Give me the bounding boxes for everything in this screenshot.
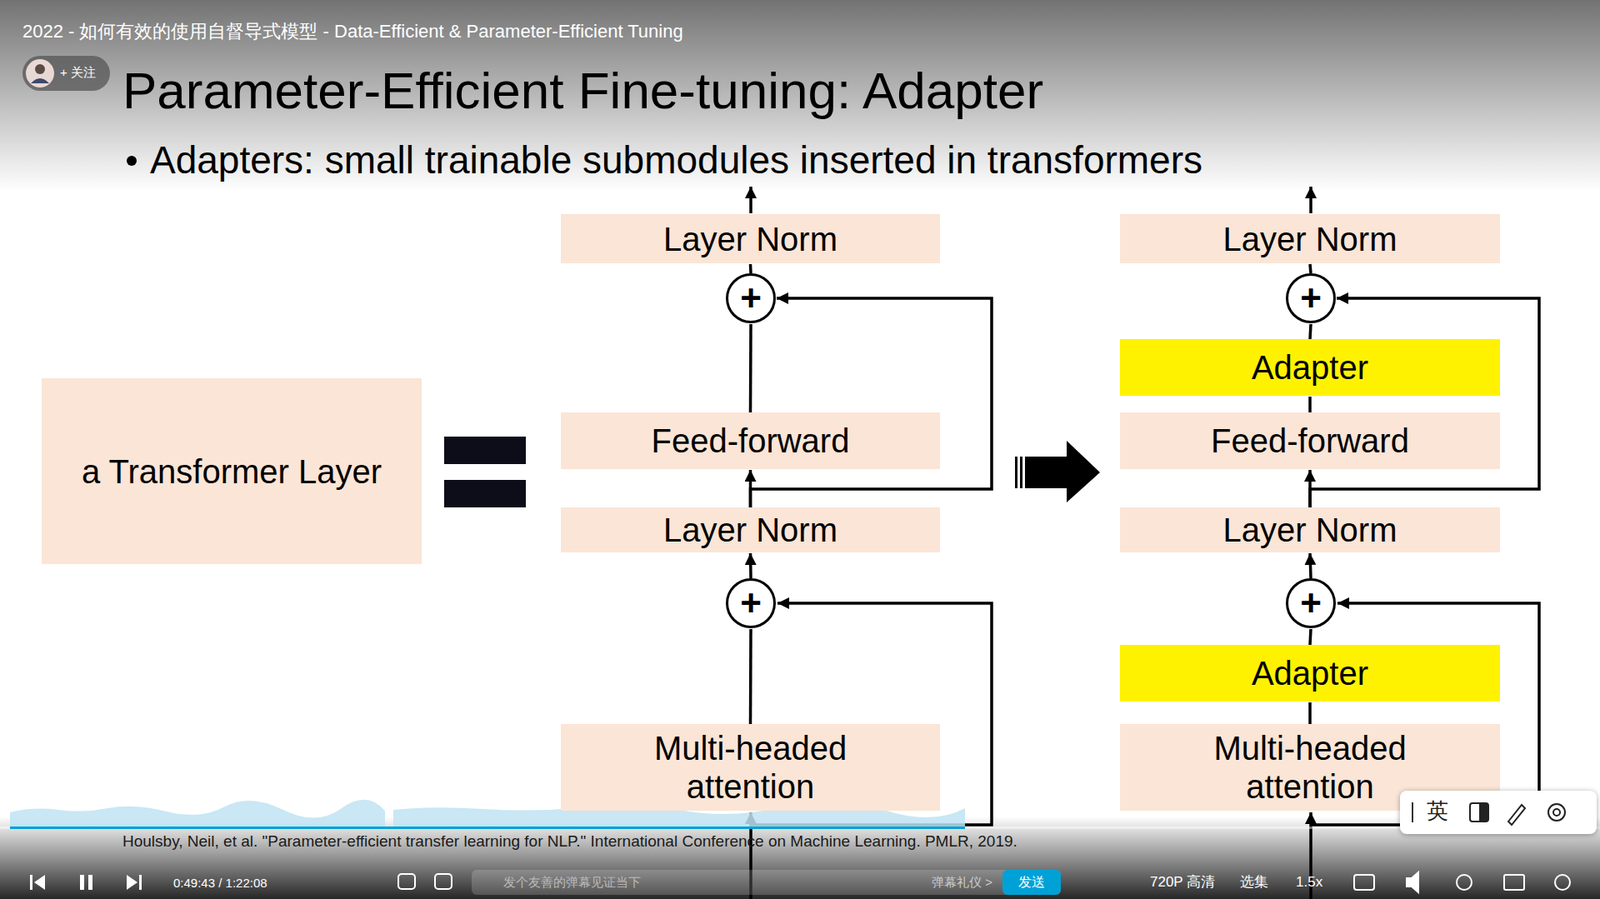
feed-forward-box: Feed-forward	[1120, 412, 1500, 470]
connector	[1310, 264, 1311, 274]
big-arrow	[1015, 440, 1100, 503]
progress-track	[0, 826, 1600, 830]
video-title: 2022 - 如何有效的使用自督导式模型 - Data-Efficient & …	[22, 20, 684, 43]
node-label: a Transformer Layer	[81, 452, 382, 491]
danmaku-etiquette: 弹幕礼仪 >	[931, 875, 993, 890]
node-label: Feed-forward	[651, 421, 850, 460]
sum-symbol: +	[1300, 280, 1322, 317]
node-label: Layer Norm	[1223, 510, 1398, 550]
connector	[1310, 629, 1311, 645]
connector	[749, 264, 753, 274]
adapter-box: Adapter	[1120, 339, 1500, 396]
sum-circle: +	[1285, 578, 1336, 629]
connector	[1310, 553, 1311, 579]
feed-forward-box: Feed-forward	[560, 412, 940, 470]
connector	[1310, 324, 1311, 340]
layer-norm-box: Layer Norm	[1120, 507, 1500, 553]
layer-norm-box: Layer Norm	[560, 507, 940, 553]
connector	[749, 324, 753, 413]
sum-circle: +	[725, 273, 776, 324]
sum-symbol: +	[740, 585, 762, 622]
node-label: Adapter	[1251, 348, 1369, 387]
progress-fill	[10, 826, 965, 830]
slide-title: Parameter-Efficient Fine-tuning: Adapter	[122, 60, 1044, 122]
equals-sign	[444, 436, 526, 508]
connector	[749, 553, 753, 579]
sum-circle: +	[1285, 273, 1336, 324]
bullet-text: Adapters: small trainable submodules ins…	[150, 137, 1203, 184]
connector	[1308, 396, 1312, 413]
layer-norm-box: Layer Norm	[1120, 214, 1500, 264]
player-right-icons	[1354, 872, 1570, 893]
adapter-box: Adapter	[1120, 645, 1500, 702]
sum-symbol: +	[1300, 585, 1322, 622]
sum-circle: +	[725, 578, 776, 629]
danmaku-input	[471, 870, 1061, 895]
quality-label: 720P 高清	[1150, 874, 1215, 891]
avatar-pill	[22, 55, 110, 91]
speed-label: 1.5x	[1295, 874, 1323, 891]
bullet-dot	[126, 155, 137, 166]
play-time: 0:49:43 / 1:22:08	[173, 875, 268, 891]
bottom-shade	[0, 816, 1600, 899]
layer-box: a Transformer Layer	[41, 378, 422, 565]
node-label: Adapter	[1251, 654, 1369, 693]
language-toggle: 英	[1426, 798, 1449, 825]
connector	[1310, 298, 1540, 508]
player-icons	[30, 875, 142, 890]
node-label: Multi-headed attention	[617, 729, 885, 806]
send-button	[1002, 870, 1061, 895]
connector	[1308, 702, 1312, 725]
follow-button: + 关注	[60, 65, 96, 80]
send-label: 发送	[1018, 874, 1045, 890]
episodes-label: 选集	[1240, 874, 1269, 891]
attention-box: Multi-headed attention	[560, 724, 940, 811]
danmaku-placeholder: 发个友善的弹幕见证当下	[503, 875, 641, 890]
connector	[750, 298, 993, 508]
connector	[749, 629, 753, 725]
danmaku-icons	[398, 874, 452, 890]
top-shade	[0, 0, 1600, 192]
node-label: Layer Norm	[663, 510, 838, 550]
node-label: Feed-forward	[1210, 421, 1410, 460]
sum-symbol: +	[740, 280, 762, 317]
node-label: Layer Norm	[1223, 220, 1398, 259]
citation: Houlsby, Neil, et al. "Parameter-efficie…	[122, 831, 1040, 853]
layer-norm-box: Layer Norm	[560, 214, 940, 264]
node-label: Layer Norm	[663, 220, 838, 259]
